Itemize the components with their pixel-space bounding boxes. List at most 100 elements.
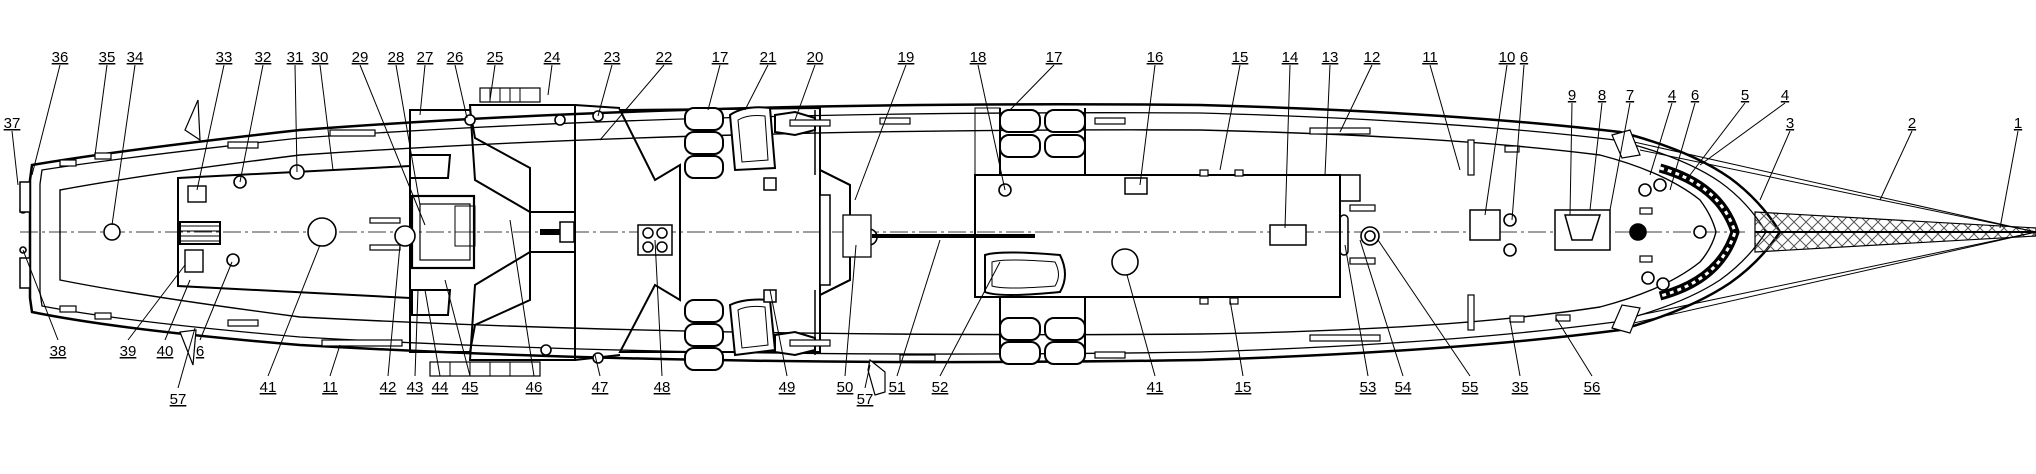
callout-number: 6 [196, 343, 204, 360]
callout-number: 34 [127, 49, 144, 66]
small-features [19, 177, 1611, 303]
callout-number: 27 [417, 49, 434, 66]
callout-number: 1 [2014, 115, 2022, 132]
lifeboats [684, 106, 1086, 371]
callout-leader [1569, 102, 1573, 216]
callout-number: 17 [712, 49, 729, 66]
callout-leader [1589, 102, 1603, 211]
callout-leader [707, 64, 721, 111]
callout-leader [1509, 319, 1521, 377]
callout-leader [594, 354, 601, 377]
callout-leader [794, 64, 816, 121]
callout-leader [1999, 130, 2019, 229]
callout-number: 26 [447, 49, 464, 66]
callout-leader [864, 364, 871, 389]
callout-leader [395, 64, 421, 206]
callout-leader [1284, 64, 1291, 229]
callout-leader [896, 239, 941, 377]
callout-number: 53 [1360, 379, 1377, 396]
callout-leader [424, 289, 441, 377]
callout-leader [1759, 130, 1791, 201]
callout-number: 47 [592, 379, 609, 396]
callout-number: 55 [1462, 379, 1479, 396]
callout-number: 29 [352, 49, 369, 66]
callout-number: 15 [1232, 49, 1249, 66]
callout-number: 49 [779, 379, 796, 396]
callout-leader [1689, 102, 1746, 176]
callout-number: 44 [432, 379, 449, 396]
callout-leader [654, 239, 663, 377]
callout-number: 3 [1786, 115, 1794, 132]
callout-number: 4 [1781, 87, 1789, 104]
callout-leader [1511, 64, 1525, 221]
callout-leader [844, 244, 857, 377]
callout-number: 13 [1322, 49, 1339, 66]
callout-number: 36 [52, 49, 69, 66]
callout-number: 25 [487, 49, 504, 66]
callout-leader [1609, 102, 1631, 211]
callout-leader [547, 64, 553, 96]
callout-number: 41 [1147, 379, 1164, 396]
callout-number: 43 [407, 379, 424, 396]
callout-number: 30 [312, 49, 329, 66]
fittings [19, 110, 1707, 364]
callout-number: 35 [99, 49, 116, 66]
callout-leader [329, 344, 341, 377]
callout-number: 40 [157, 343, 174, 360]
callout-leader [294, 64, 298, 173]
callout-leader [1126, 274, 1156, 377]
callout-leader [1429, 64, 1461, 171]
callout-leader [1555, 317, 1593, 377]
callout-leader [239, 64, 264, 183]
callout-number: 8 [1598, 87, 1606, 104]
callout-number: 31 [287, 49, 304, 66]
callout-number: 48 [654, 379, 671, 396]
callout-leader [359, 64, 426, 226]
callout-number: 6 [1520, 49, 1528, 66]
callout-number: 38 [50, 343, 67, 360]
callout-leader [111, 64, 136, 226]
callout-number: 33 [216, 49, 233, 66]
callout-number: 6 [1691, 87, 1699, 104]
callout-number: 11 [322, 379, 338, 396]
callout-leader [977, 64, 1006, 191]
callout-leader [1359, 239, 1404, 377]
callout-leader [597, 64, 613, 117]
callout-number: 42 [380, 379, 397, 396]
callout-number: 10 [1499, 49, 1516, 66]
callout-leader [489, 64, 496, 101]
callout-number: 50 [837, 379, 854, 396]
callout-leader [1219, 64, 1241, 171]
deck-gratings [59, 117, 1653, 362]
callout-number: 35 [1512, 379, 1529, 396]
callout-number: 19 [898, 49, 915, 66]
callout-leader [854, 64, 907, 201]
callout-leader [22, 249, 59, 341]
callout-leader [31, 64, 61, 176]
callout-number: 4 [1668, 87, 1676, 104]
callout-number: 12 [1364, 49, 1381, 66]
callout-number: 17 [1046, 49, 1063, 66]
callout-leader [127, 264, 186, 341]
callout-leader [1484, 64, 1508, 216]
callout-number: 15 [1235, 379, 1252, 396]
callout-number: 57 [170, 391, 187, 408]
callout-leader [1009, 64, 1055, 111]
callout-number: 45 [462, 379, 479, 396]
callout-leader [744, 64, 769, 111]
callout-number: 14 [1282, 49, 1299, 66]
callout-leader [319, 64, 334, 171]
callout-number: 18 [970, 49, 987, 66]
callout-number: 32 [255, 49, 272, 66]
callout-number: 52 [932, 379, 949, 396]
callout-leader [1377, 239, 1471, 377]
callout-leader [1669, 102, 1696, 191]
callout-number: 41 [260, 379, 277, 396]
callout-leader [11, 130, 19, 186]
callout-number: 16 [1147, 49, 1164, 66]
callout-number: 21 [760, 49, 777, 66]
callout-leader [419, 64, 426, 116]
callout-leader [1229, 299, 1244, 377]
